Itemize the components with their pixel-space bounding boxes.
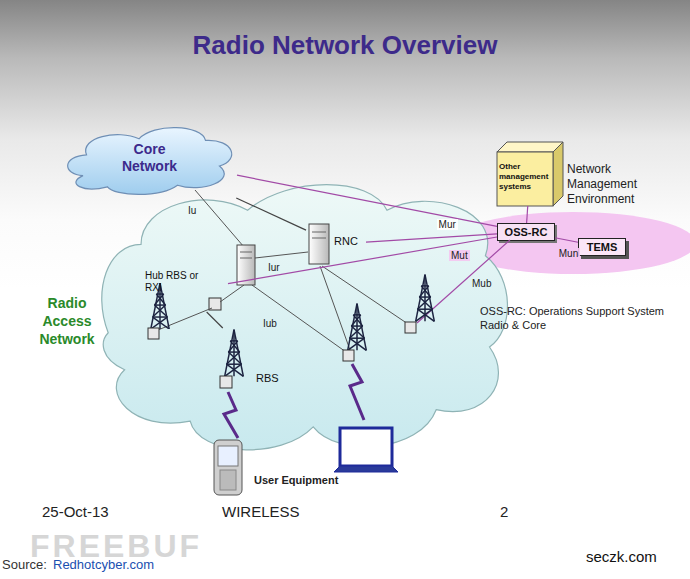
interface-label: Iub [263,318,277,329]
connector-line [527,206,528,223]
watermark: seczk.com [582,547,661,566]
node-text: Network Management Environment [567,162,663,207]
definition-note: OSS-RC: Operations Support System Radio … [480,304,686,332]
node-text: RNC [334,235,358,247]
device-label: User Equipment [254,474,338,486]
node-text: Other management systems [499,162,553,192]
slide-title: Radio Network Overview [0,30,690,61]
connector-line [237,175,497,226]
page-number: 2 [500,503,508,520]
radio-link [350,364,364,420]
management-systems-cube: Other management systems [497,140,563,206]
footer-text: WIRELESS [222,503,300,520]
radio-link [224,392,238,438]
mobile-phone [214,440,242,495]
interface-label: Mut [449,250,470,261]
tems-box: TEMS [578,238,626,256]
radio-tower [151,283,169,329]
rnc-server: RNC [306,222,366,266]
connector-line [236,198,306,230]
core-network-cloud: Core Network [62,118,237,198]
connector-line [555,238,578,243]
radio-tower [416,275,435,322]
node-text: Radio Access Network [36,294,98,348]
node-text: Hub RBS or RXI [145,270,209,294]
oss-rc-box: OSS-RC [497,223,555,241]
node-text: RBS [256,372,279,384]
watermark: FREEBUF [30,528,202,565]
interface-label: Iur [268,262,280,273]
connector-line [228,237,497,284]
laptop [334,428,398,472]
interface-label: Mur [437,219,458,230]
node-text: TEMS [587,241,618,253]
node-text: Core Network [110,141,190,175]
interface-label: Mub [472,278,491,289]
rbs-tower-outline [218,328,290,390]
radio-tower [348,304,367,351]
interface-label: Mun [557,248,580,259]
connector-line [207,312,223,328]
footer-date: 25-Oct-13 [42,503,109,520]
interface-label: Iu [188,205,196,216]
node-text: OSS-RC [505,226,548,238]
rbs-tower: RBS [218,328,290,390]
